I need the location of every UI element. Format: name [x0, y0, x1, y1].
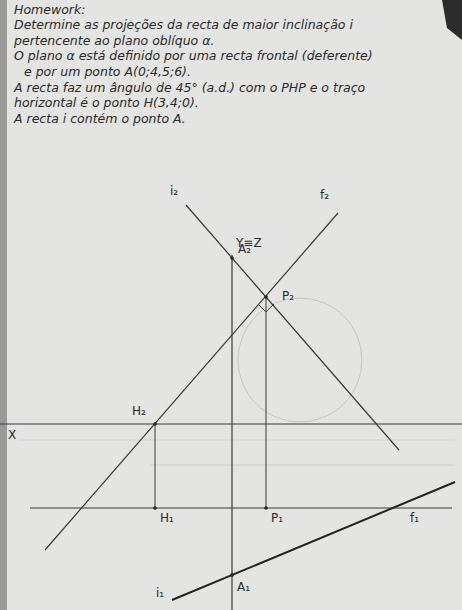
- problem-text: O plano α está definido por uma recta fr…: [14, 48, 373, 63]
- construction-arc: [238, 298, 362, 422]
- recall-line: [155, 424, 156, 508]
- line-label: i₁: [156, 586, 164, 600]
- page-edge: [0, 0, 7, 610]
- i2-line: [186, 205, 399, 450]
- point-label: A₁: [237, 580, 250, 594]
- problem-text: pertencente ao plano oblíquo α.: [14, 33, 214, 48]
- line-label: f₂: [320, 188, 329, 202]
- line-label: i₂: [170, 184, 178, 198]
- right-angle-mark: [259, 304, 274, 312]
- line-label: f₁: [410, 511, 419, 525]
- axis-label: X: [8, 428, 16, 442]
- x-axis: [0, 423, 462, 424]
- point-label: H₁: [160, 511, 174, 525]
- f2-line: [45, 213, 338, 550]
- point: [264, 506, 268, 510]
- point-label: A₂: [238, 242, 251, 256]
- construction-line: [150, 465, 455, 466]
- recall-line: [266, 297, 267, 508]
- problem-text: Determine as projeções da recta de maior…: [14, 17, 353, 32]
- point: [230, 573, 234, 577]
- point-label: H₂: [132, 404, 146, 418]
- problem-text: A recta i contém o ponto A.: [14, 111, 186, 126]
- point: [153, 506, 157, 510]
- problem-text: A recta faz um ângulo de 45° (a.d.) com …: [14, 80, 365, 95]
- point: [230, 256, 234, 260]
- point: [264, 295, 268, 299]
- problem-text: horizontal é o ponto H(3,4;0).: [14, 95, 199, 110]
- point: [153, 422, 157, 426]
- problem-text: e por um ponto A(0;4,5;6).: [24, 64, 191, 79]
- y-z-axis: [231, 255, 232, 610]
- binding-corner: [442, 0, 462, 40]
- f1-line: [30, 507, 452, 508]
- point-label: P₂: [282, 289, 294, 303]
- heading: Homework:: [14, 2, 85, 17]
- point-label: P₁: [271, 511, 283, 525]
- i1-line: [172, 482, 455, 600]
